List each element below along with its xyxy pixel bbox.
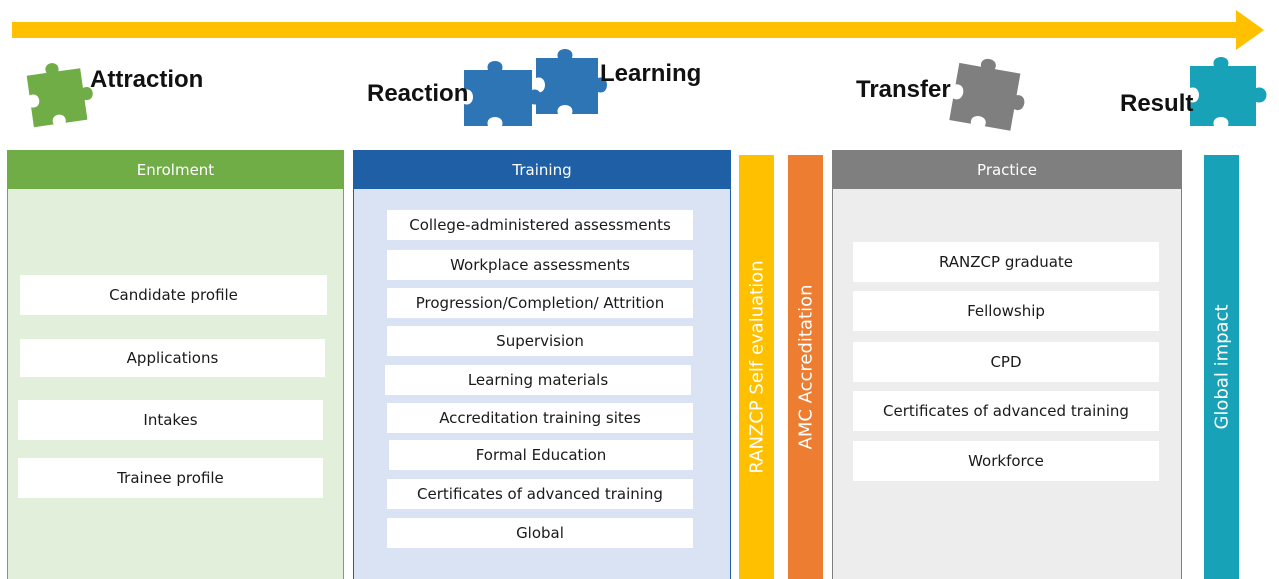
amc-accreditation-label: AMC Accreditation xyxy=(795,284,816,450)
practice-item: Workforce xyxy=(853,441,1159,481)
training-item: College-administered assessments xyxy=(387,210,693,240)
timeline-arrow xyxy=(12,10,1264,50)
result-puzzle-icon xyxy=(1190,57,1267,126)
enrolment-item: Intakes xyxy=(18,400,323,440)
training-item: Progression/Completion/ Attrition xyxy=(387,288,693,318)
transfer-puzzle-icon xyxy=(949,59,1025,131)
enrolment-item: Candidate profile xyxy=(20,275,327,315)
training-item: Formal Education xyxy=(389,440,693,470)
self-evaluation-bar: RANZCP Self evaluation xyxy=(739,155,774,579)
practice-column: Practice RANZCP graduate Fellowship CPD … xyxy=(832,150,1182,579)
global-impact-bar: Global impact xyxy=(1204,155,1239,579)
training-item: Global xyxy=(387,518,693,548)
practice-item: Certificates of advanced training xyxy=(853,391,1159,431)
attraction-puzzle-icon xyxy=(26,63,93,128)
learning-puzzle-icon xyxy=(536,49,607,114)
self-evaluation-label: RANZCP Self evaluation xyxy=(746,260,767,474)
stage-attraction: Attraction xyxy=(90,66,204,93)
practice-item: Fellowship xyxy=(853,291,1159,331)
stage-result: Result xyxy=(1120,90,1194,117)
training-item: Supervision xyxy=(387,326,693,356)
reaction-puzzle-icon xyxy=(464,61,541,126)
training-header: Training xyxy=(354,151,730,189)
enrolment-column: Enrolment Candidate profile Applications… xyxy=(7,150,344,579)
enrolment-item: Applications xyxy=(20,339,325,377)
training-column: Training College-administered assessment… xyxy=(353,150,731,579)
training-item: Accreditation training sites xyxy=(387,403,693,433)
stage-transfer: Transfer xyxy=(856,76,951,103)
practice-header: Practice xyxy=(833,151,1181,189)
global-impact-label: Global impact xyxy=(1211,304,1232,430)
enrolment-item: Trainee profile xyxy=(18,458,323,498)
amc-accreditation-bar: AMC Accreditation xyxy=(788,155,823,579)
training-item: Certificates of advanced training xyxy=(387,479,693,509)
training-item: Learning materials xyxy=(385,365,691,395)
enrolment-header: Enrolment xyxy=(8,151,343,189)
practice-item: RANZCP graduate xyxy=(853,242,1159,282)
stage-reaction: Reaction xyxy=(367,80,469,107)
stage-learning: Learning xyxy=(600,60,702,87)
practice-item: CPD xyxy=(853,342,1159,382)
training-item: Workplace assessments xyxy=(387,250,693,280)
